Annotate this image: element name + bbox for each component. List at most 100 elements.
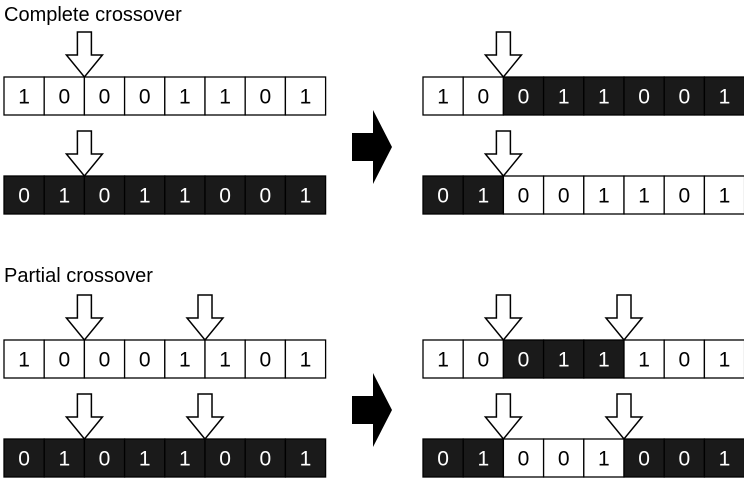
bit-cell: [422, 438, 464, 478]
bit-value: 0: [99, 185, 111, 208]
bit-value: 0: [58, 349, 70, 372]
bit-cell: [83, 76, 126, 116]
bit-value: 0: [259, 349, 271, 372]
bit-value: 0: [678, 448, 690, 471]
bit-value: 1: [300, 86, 312, 109]
bit-value: 0: [99, 86, 111, 109]
bit-cell: [623, 175, 665, 215]
bit-value: 0: [259, 448, 271, 471]
bit-value: 1: [558, 86, 570, 109]
bit-value: 1: [558, 349, 570, 372]
bit-cell: [123, 175, 166, 215]
bit-cell: [422, 339, 464, 379]
bit-cell: [703, 76, 744, 116]
bit-value: 1: [179, 448, 191, 471]
bit-cell: [204, 76, 246, 116]
bit-value: 1: [300, 448, 312, 471]
bit-cell: [123, 438, 166, 478]
down-arrow-icon: [483, 393, 523, 441]
bit-value: 0: [678, 349, 690, 372]
bit-value: 1: [300, 349, 312, 372]
bit-cell: [244, 339, 287, 379]
bit-cell: [542, 76, 585, 116]
bit-cell: [663, 175, 706, 215]
bit-value: 0: [99, 448, 111, 471]
bit-cell: [462, 438, 505, 478]
bit-value: 1: [719, 448, 731, 471]
bit-value: 1: [139, 185, 151, 208]
bit-value: 1: [179, 185, 191, 208]
bit-value: 1: [638, 349, 650, 372]
bit-cell: [244, 76, 287, 116]
bit-value: 0: [259, 185, 271, 208]
bit-value: 1: [300, 185, 312, 208]
input-chromosome-2: 0 1 0 1 1 0 0 1: [3, 175, 327, 215]
bit-cell: [3, 76, 45, 116]
bit-value: 1: [437, 86, 449, 109]
bit-value: 1: [719, 86, 731, 109]
bit-value: 1: [58, 448, 70, 471]
bit-value: 0: [518, 185, 530, 208]
bit-value: 0: [58, 86, 70, 109]
bit-cell: [43, 339, 86, 379]
bit-value: 1: [179, 349, 191, 372]
bit-cell: [3, 175, 45, 215]
bit-value: 1: [719, 349, 731, 372]
bit-cell: [83, 438, 126, 478]
bit-value: 0: [219, 448, 231, 471]
bit-cell: [284, 438, 327, 478]
bit-cell: [663, 438, 706, 478]
bit-value: 0: [518, 86, 530, 109]
bit-cell: [583, 175, 625, 215]
bit-cell: [542, 438, 585, 478]
bit-cell: [422, 175, 464, 215]
bit-value: 0: [558, 185, 570, 208]
down-arrow-icon: [185, 294, 225, 342]
down-arrow-icon: [604, 393, 644, 441]
bit-cell: [502, 339, 545, 379]
bit-cell: [462, 339, 505, 379]
bit-value: 0: [139, 86, 151, 109]
bit-cell: [43, 76, 86, 116]
bit-value: 0: [518, 448, 530, 471]
bit-value: 0: [477, 349, 489, 372]
bit-value: 1: [18, 86, 30, 109]
bit-value: 0: [18, 185, 30, 208]
bit-cell: [542, 339, 585, 379]
bit-value: 0: [18, 448, 30, 471]
bit-value: 0: [139, 349, 151, 372]
bit-cell: [244, 438, 287, 478]
right-arrow-icon: [352, 373, 392, 447]
bit-value: 1: [598, 185, 610, 208]
bit-cell: [703, 438, 744, 478]
bit-value: 0: [477, 86, 489, 109]
bit-cell: [422, 76, 464, 116]
bit-cell: [623, 76, 665, 116]
bit-cell: [164, 438, 206, 478]
down-arrow-icon: [604, 294, 644, 342]
bit-cell: [583, 438, 625, 478]
right-arrow-icon: [352, 110, 392, 184]
bit-value: 1: [638, 185, 650, 208]
down-arrow-icon: [483, 294, 523, 342]
bit-cell: [284, 339, 327, 379]
down-arrow-icon: [64, 31, 104, 79]
bit-cell: [164, 76, 206, 116]
bit-cell: [204, 438, 246, 478]
bit-value: 0: [99, 349, 111, 372]
bit-value: 0: [219, 185, 231, 208]
bit-value: 1: [719, 185, 731, 208]
bit-value: 0: [437, 185, 449, 208]
bit-cell: [284, 76, 327, 116]
bit-value: 0: [437, 448, 449, 471]
bit-cell: [663, 76, 706, 116]
down-arrow-icon: [64, 393, 104, 441]
bit-cell: [204, 175, 246, 215]
bit-value: 1: [58, 185, 70, 208]
